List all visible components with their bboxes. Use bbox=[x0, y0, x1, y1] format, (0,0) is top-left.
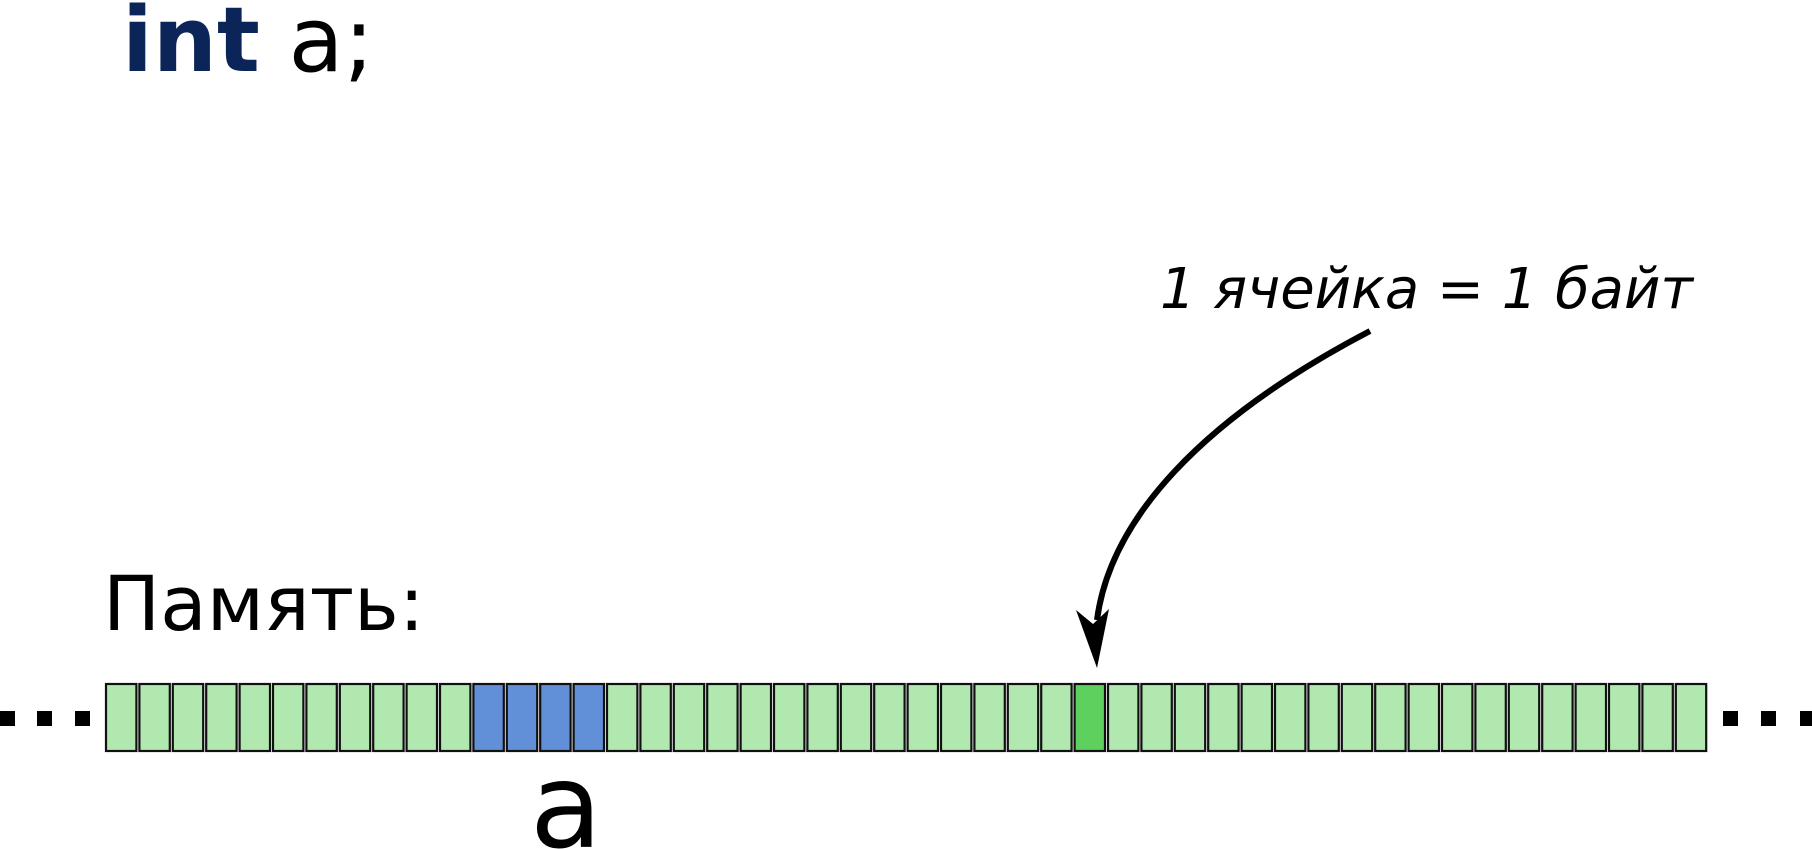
memory-cell bbox=[1507, 682, 1541, 753]
memory-cell bbox=[238, 682, 272, 753]
left-ellipsis bbox=[0, 711, 90, 726]
memory-cell bbox=[1273, 682, 1307, 753]
memory-cell bbox=[171, 682, 205, 753]
variable-label: a bbox=[530, 737, 602, 849]
ellipsis-dot bbox=[0, 711, 15, 726]
memory-cell bbox=[839, 682, 873, 753]
memory-cell bbox=[372, 682, 405, 753]
memory-cell bbox=[672, 682, 706, 753]
ellipsis-dot bbox=[1800, 711, 1812, 726]
memory-cell bbox=[873, 682, 906, 753]
memory-cell bbox=[1040, 682, 1073, 753]
memory-cell bbox=[772, 682, 806, 753]
memory-cell bbox=[405, 682, 439, 753]
annotation-arrowhead bbox=[1076, 609, 1109, 668]
memory-cell bbox=[939, 682, 973, 753]
memory-cell bbox=[1407, 682, 1441, 753]
memory-cell bbox=[438, 682, 472, 753]
memory-cell bbox=[1607, 682, 1641, 753]
memory-cell bbox=[138, 682, 171, 753]
ellipsis-dot bbox=[1761, 711, 1776, 726]
memory-cell bbox=[605, 682, 639, 753]
memory-cell bbox=[1541, 682, 1574, 753]
memory-cell-highlighted bbox=[1073, 682, 1107, 753]
ellipsis-dot bbox=[1723, 711, 1738, 726]
ellipsis-dot bbox=[75, 711, 90, 726]
memory-cell bbox=[739, 682, 773, 753]
memory-cell bbox=[639, 682, 672, 753]
memory-cell-variable bbox=[572, 682, 606, 753]
code-keyword: int bbox=[122, 0, 260, 93]
cell-size-annotation: 1 ячейка = 1 байт bbox=[1160, 257, 1694, 322]
memory-cell bbox=[1307, 682, 1340, 753]
code-declaration: a; bbox=[260, 0, 374, 93]
ellipsis-dot bbox=[37, 711, 52, 726]
memory-cell-variable bbox=[505, 682, 539, 753]
memory-cell bbox=[1641, 682, 1674, 753]
memory-cell bbox=[1340, 682, 1374, 753]
right-ellipsis bbox=[1723, 711, 1812, 726]
memory-cell bbox=[1374, 682, 1407, 753]
memory-cell bbox=[305, 682, 338, 753]
memory-cell bbox=[1574, 682, 1608, 753]
memory-cell bbox=[906, 682, 940, 753]
memory-cell bbox=[1474, 682, 1507, 753]
memory-label: Память: bbox=[103, 559, 424, 648]
memory-cell bbox=[104, 682, 138, 753]
memory-cell bbox=[973, 682, 1006, 753]
memory-cells bbox=[104, 682, 1708, 753]
memory-cell bbox=[706, 682, 739, 753]
code-line: int a; bbox=[122, 0, 374, 93]
memory-cell bbox=[806, 682, 839, 753]
memory-cell bbox=[1140, 682, 1173, 753]
memory-cell bbox=[338, 682, 372, 753]
memory-cell bbox=[1006, 682, 1040, 753]
memory-cell bbox=[1440, 682, 1474, 753]
memory-cell-variable bbox=[472, 682, 505, 753]
memory-cell bbox=[1674, 682, 1708, 753]
memory-cell bbox=[205, 682, 238, 753]
memory-cell bbox=[1106, 682, 1140, 753]
memory-cell bbox=[1207, 682, 1240, 753]
memory-cell bbox=[1173, 682, 1207, 753]
memory-cell bbox=[271, 682, 305, 753]
memory-cell bbox=[1240, 682, 1274, 753]
annotation-arrow-line bbox=[1094, 328, 1372, 621]
memory-cell-variable bbox=[539, 682, 572, 753]
